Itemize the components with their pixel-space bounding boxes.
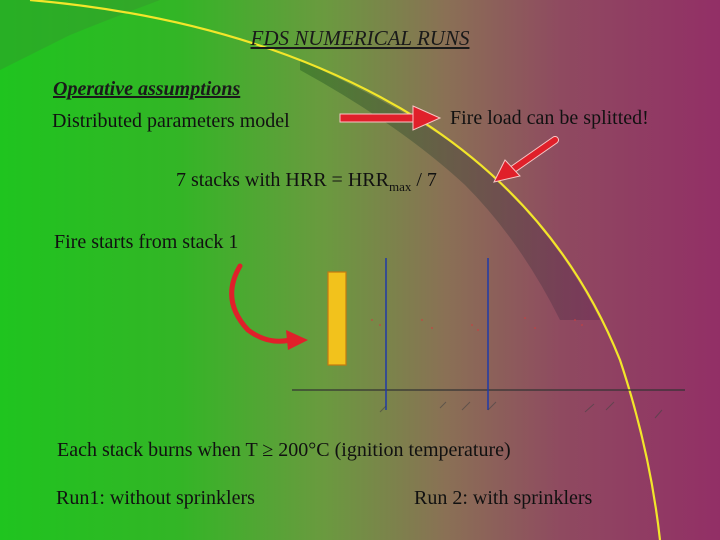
fire-start-text: Fire starts from stack 1: [54, 231, 239, 253]
section-subtitle: Operative assumptions: [53, 78, 241, 100]
stacks-suffix: / 7: [411, 169, 437, 191]
model-text: Distributed parameters model: [52, 110, 290, 132]
ignition-text: Each stack burns when T ≥ 200°C (ignitio…: [57, 439, 511, 461]
diagonal-arrow-icon: [493, 136, 559, 183]
stacks-text: 7 stacks with HRR = HRRmax / 7: [176, 169, 437, 195]
stacks-prefix: 7 stacks with HRR = HRR: [176, 169, 389, 191]
run1-text: Run1: without sprinklers: [56, 487, 255, 509]
run2-text: Run 2: with sprinklers: [414, 487, 593, 509]
stack-1: [327, 271, 347, 366]
stacks-subscript: max: [388, 179, 412, 194]
right-arrow-icon: [339, 105, 442, 131]
slide-title: FDS NUMERICAL RUNS: [250, 26, 470, 50]
fire-load-text: Fire load can be splitted!: [450, 107, 649, 129]
corner-shade: [0, 0, 160, 70]
curved-arrow-icon: [229, 263, 308, 350]
curve-shade: [300, 60, 600, 320]
plot-specks: [371, 317, 583, 331]
ground-ticks: [379, 401, 663, 419]
